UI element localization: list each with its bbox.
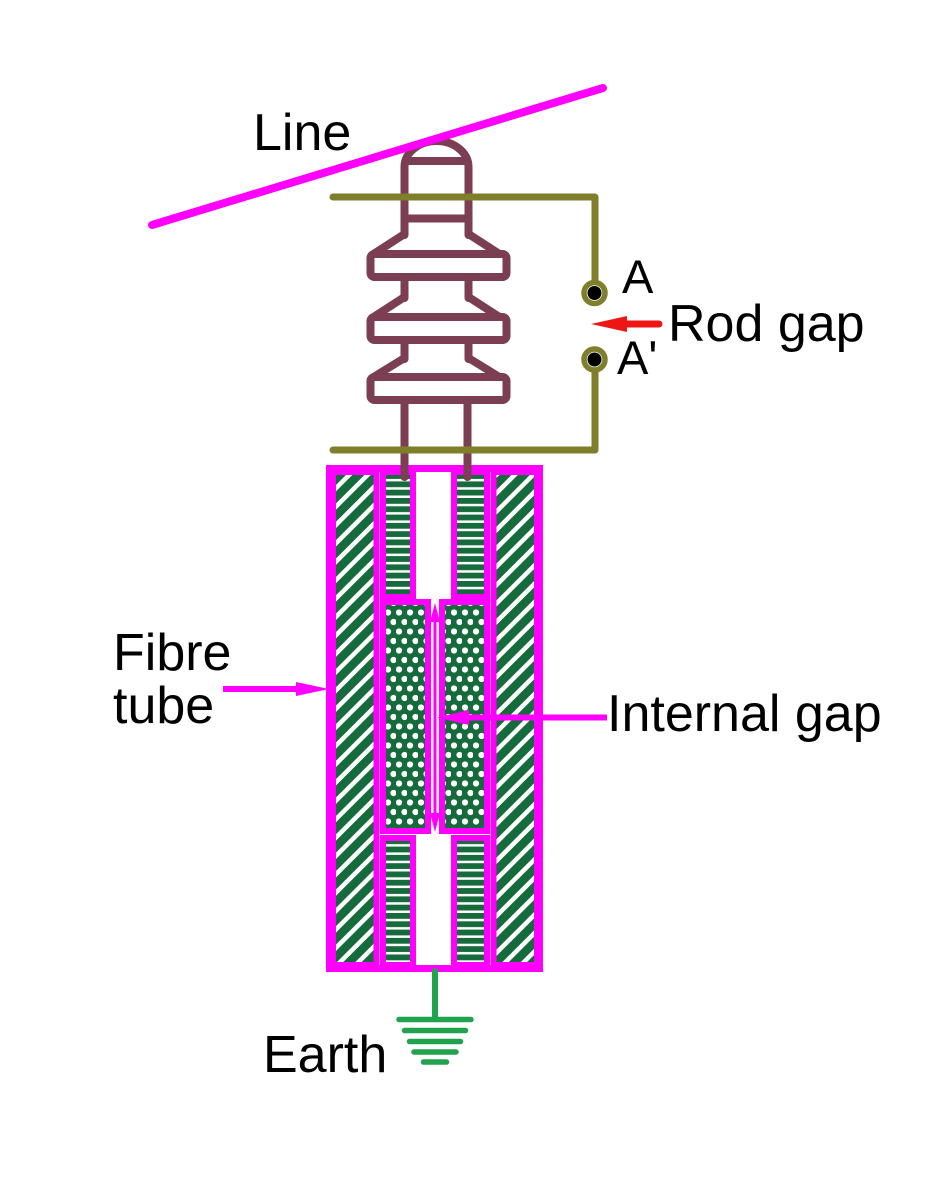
fibre-tube-arrow-head: [296, 682, 329, 696]
insulator-cap-dome: [400, 137, 473, 223]
insulator-shed-3-rim: [366, 373, 511, 404]
internal-gap-arrow-up: [430, 603, 440, 622]
rod-gap-wire-lower: [329, 369, 599, 454]
rod-gap-pointer: [591, 316, 663, 332]
lower-electrode-left: [380, 835, 416, 968]
earth-label: Earth: [263, 1026, 387, 1084]
internal-gap-label: Internal gap: [607, 685, 882, 743]
insulator-stems: [400, 396, 472, 481]
terminal-a-label: A: [622, 250, 654, 303]
upper-electrode-left: [380, 469, 416, 600]
insulator-shed-2-rim: [366, 313, 511, 344]
pin-insulator: [366, 137, 511, 404]
insulator-shed-1-rim: [366, 250, 511, 281]
middle-electrode-left: [380, 599, 431, 834]
fibre-tube-label-line1: Fibre: [113, 624, 231, 682]
terminal-a-prime-label: A': [617, 331, 657, 384]
lower-electrode-right: [451, 835, 490, 968]
earth-ground-icon: [396, 968, 474, 1065]
line-label: Line: [253, 104, 351, 162]
terminal-a-prime-dot: [587, 352, 602, 367]
internal-gap-arrow-head: [437, 710, 469, 725]
internal-gap-pointer: [437, 710, 607, 725]
upper-electrode-right: [451, 469, 490, 600]
internal-gap-arrow-down: [430, 813, 440, 832]
rod-gap-arrow-head: [591, 316, 627, 332]
terminal-a-dot: [587, 286, 602, 300]
fibre-tube-label-line2: tube: [113, 677, 214, 735]
line-conductor: [148, 84, 607, 229]
rod-gap-circuit: [329, 193, 608, 454]
rod-gap-wire-upper: [329, 193, 599, 284]
fibre-tube-wall-left: [330, 469, 380, 968]
fibre-tube-pointer: [223, 682, 329, 696]
rod-gap-label: Rod gap: [668, 295, 865, 353]
